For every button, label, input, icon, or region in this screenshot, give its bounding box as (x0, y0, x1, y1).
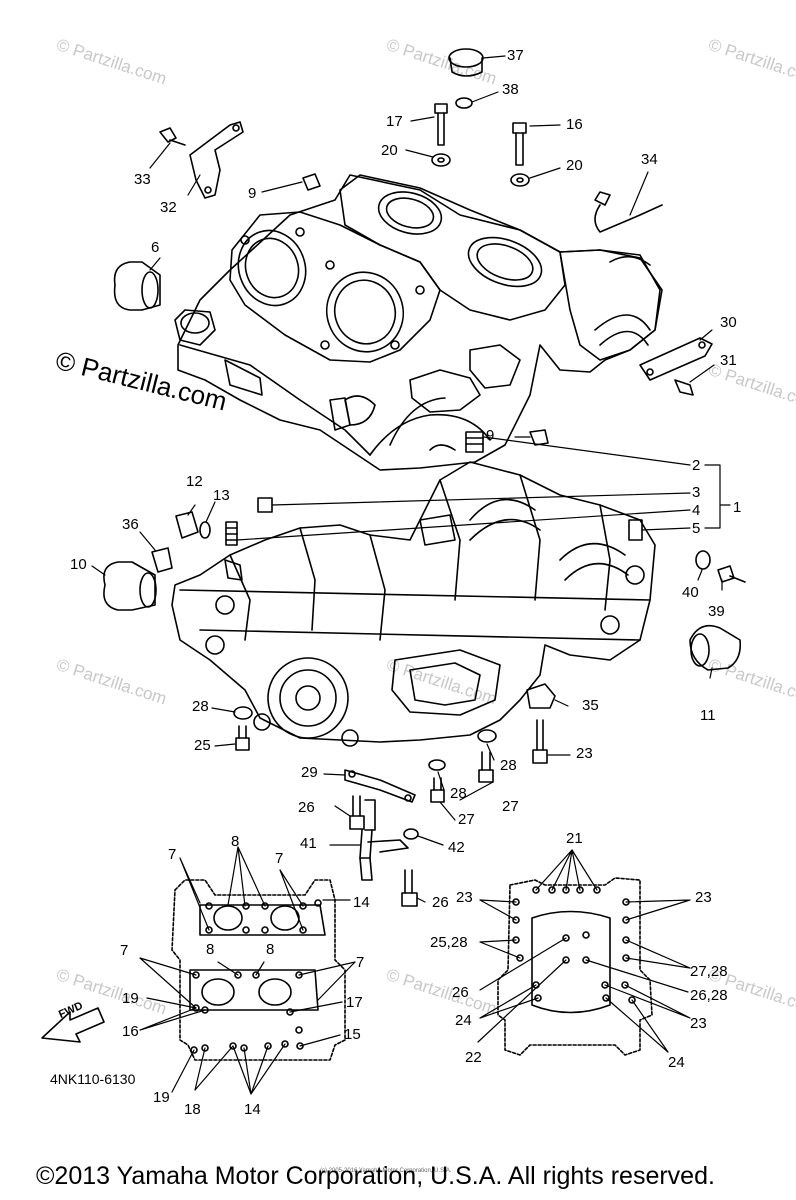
callout-33: 33 (134, 171, 151, 188)
callout-14a: 14 (353, 894, 370, 911)
callout-25a: 25 (194, 737, 211, 754)
callout-39: 39 (708, 603, 725, 620)
callout-2528: 25,28 (430, 934, 468, 951)
callout-23d: 23 (690, 1015, 707, 1032)
callout-1: 1 (733, 499, 742, 516)
callout-15: 15 (344, 1026, 361, 1043)
callout-16a: 16 (566, 116, 583, 133)
callout-17b: 17 (346, 994, 363, 1011)
callout-2728: 27,28 (690, 963, 728, 980)
callout-2: 2 (692, 457, 701, 474)
callout-7c: 7 (120, 942, 129, 959)
callout-7d: 7 (356, 954, 365, 971)
callout-20a: 20 (381, 142, 398, 159)
small-parts (104, 49, 745, 906)
callout-7b: 7 (275, 850, 284, 867)
callout-28c: 28 (450, 785, 467, 802)
callout-28b: 28 (500, 757, 517, 774)
callout-14b: 14 (244, 1101, 261, 1118)
callout-9a: 9 (248, 185, 257, 202)
callout-19b: 19 (153, 1089, 170, 1106)
callout-32: 32 (160, 199, 177, 216)
callout-35: 35 (582, 697, 599, 714)
callout-19a: 19 (122, 990, 139, 1007)
callout-16b: 16 (122, 1023, 139, 1040)
callout-23b: 23 (456, 889, 473, 906)
callout-13: 13 (213, 487, 230, 504)
callout-24a: 24 (455, 1012, 472, 1029)
callout-17a: 17 (386, 113, 403, 130)
callout-8a: 8 (231, 833, 240, 850)
callout-28a: 28 (192, 698, 209, 715)
lower-crankcase (172, 462, 655, 746)
callout-38: 38 (502, 81, 519, 98)
callout-29: 29 (301, 764, 318, 781)
callout-26c: 26 (452, 984, 469, 1001)
fine-print: (c) 2005-2016 Yamaha Motor Corporation, … (320, 1168, 452, 1174)
callout-22: 22 (465, 1049, 482, 1066)
callout-34: 34 (641, 151, 658, 168)
leader-lines (92, 56, 730, 1094)
callout-18: 18 (184, 1101, 201, 1118)
callout-11: 11 (700, 707, 716, 724)
callout-36: 36 (122, 516, 139, 533)
copyright-footer: ©2013 Yamaha Motor Corporation, U.S.A. A… (36, 1162, 715, 1190)
callout-26a: 26 (298, 799, 315, 816)
callout-40: 40 (682, 584, 699, 601)
callout-27a: 27 (458, 811, 475, 828)
diagram-code: 4NK110-6130 (50, 1071, 136, 1087)
callout-30: 30 (720, 314, 737, 331)
right-bolt-pattern (498, 878, 652, 1055)
callout-23c: 23 (695, 889, 712, 906)
callout-12: 12 (186, 473, 203, 490)
callout-42: 42 (448, 839, 465, 856)
fwd-arrow-shape (42, 1008, 104, 1042)
callout-2628: 26,28 (690, 987, 728, 1004)
callout-5: 5 (692, 520, 701, 537)
callout-37: 37 (507, 47, 524, 64)
callout-7a: 7 (168, 846, 177, 863)
callout-24b: 24 (668, 1054, 685, 1071)
callout-10: 10 (70, 556, 87, 573)
callout-23a: 23 (576, 745, 593, 762)
callout-27b: 27 (502, 798, 519, 815)
callout-41: 41 (300, 835, 317, 852)
callout-21: 21 (566, 830, 583, 847)
callout-4: 4 (692, 502, 701, 519)
callout-9b: 9 (486, 427, 495, 444)
callout-31: 31 (720, 352, 737, 369)
callout-8b: 8 (206, 941, 215, 958)
callout-3: 3 (692, 484, 701, 501)
callout-6: 6 (151, 239, 160, 256)
upper-crankcase (175, 175, 662, 470)
callout-20b: 20 (566, 157, 583, 174)
callout-8c: 8 (266, 941, 275, 958)
callout-26b: 26 (432, 894, 449, 911)
